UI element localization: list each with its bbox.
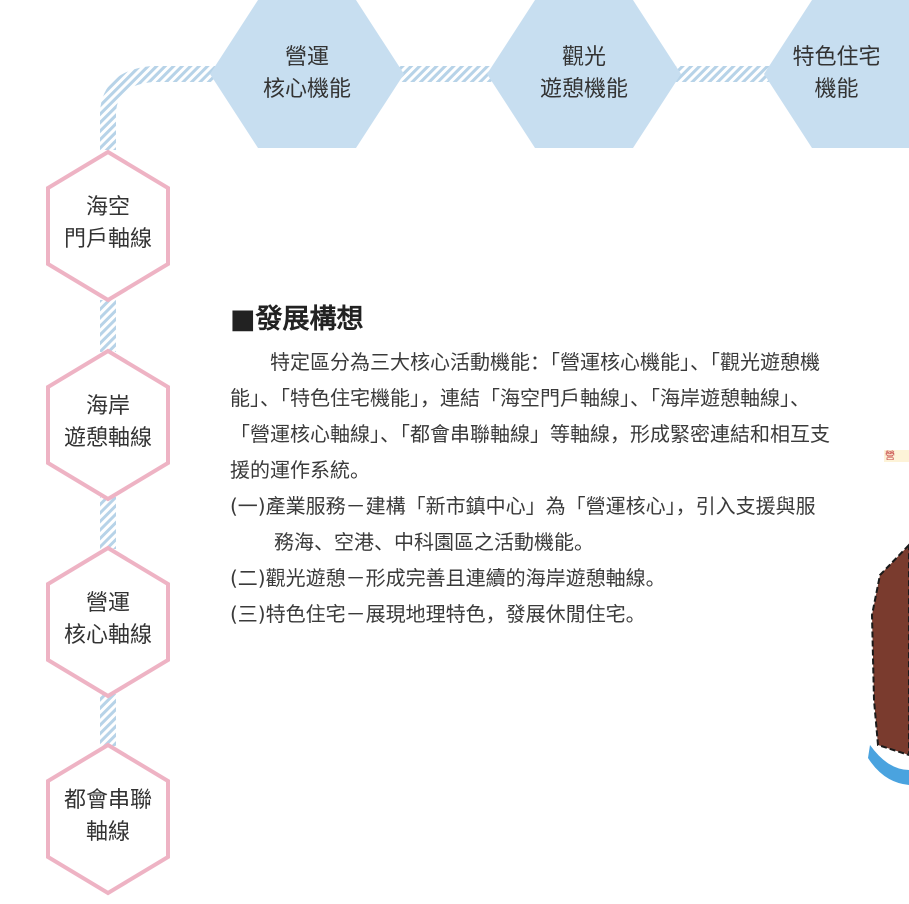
axis-label-coastal: 海岸 遊憩軸線 xyxy=(36,391,180,455)
function-label-line: 核心機能 xyxy=(262,76,351,102)
axis-hex-metro xyxy=(46,742,170,896)
function-hex-tourism xyxy=(487,0,681,148)
axis-label-line: 海空 xyxy=(85,195,130,220)
function-label-tourism: 觀光 遊憩機能 xyxy=(487,42,681,106)
function-label-line: 遊憩機能 xyxy=(539,76,628,102)
function-label-operation: 營運 核心機能 xyxy=(210,42,404,106)
axis-hex-coastal xyxy=(46,348,170,502)
connector-stripe xyxy=(100,694,116,746)
concept-item-residential: (三)特色住宅－展現地理特色，發展休閒住宅。 xyxy=(230,602,646,626)
function-label-residential: 特色住宅 機能 xyxy=(764,42,909,106)
axis-label-gateway: 海空 門戶軸線 xyxy=(36,192,180,256)
axis-label-line: 軸線 xyxy=(85,819,130,845)
concept-item-tourism: (二)觀光遊憩－形成完善且連續的海岸遊憩軸線。 xyxy=(230,566,666,590)
axis-label-line: 遊憩軸線 xyxy=(63,425,152,451)
function-label-line: 機能 xyxy=(814,76,859,102)
axis-label-line: 都會串聯 xyxy=(63,788,152,813)
function-label-line: 營運 xyxy=(284,45,329,70)
axis-label-line: 核心軸線 xyxy=(63,622,152,648)
connector-stripe xyxy=(100,497,116,549)
axis-hex-operation xyxy=(46,545,170,699)
function-hex-operation xyxy=(210,0,404,148)
connector-curve xyxy=(100,66,222,150)
development-concept: ■發展構想 特定區分為三大核心活動機能：「營運核心機能」、「觀光遊憩機能」、「特… xyxy=(230,302,830,632)
axis-label-line: 海岸 xyxy=(85,394,130,419)
concept-item-industry: (一)產業服務－建構「新市鎮中心」為「營運核心」，引入支援與服務海、空港、中科園… xyxy=(230,494,816,554)
concept-paragraph: 特定區分為三大核心活動機能：「營運核心機能」、「觀光遊憩機能」、「特色住宅機能」… xyxy=(230,350,830,482)
section-heading: ■發展構想 xyxy=(230,304,364,335)
axis-label-metro: 都會串聯 軸線 xyxy=(36,785,180,849)
axis-label-operation: 營運 核心軸線 xyxy=(36,588,180,652)
map-label: 營 xyxy=(885,449,895,462)
function-label-line: 特色住宅 xyxy=(792,45,881,70)
connector-stripe xyxy=(100,300,116,352)
axis-label-line: 門戶軸線 xyxy=(63,226,152,252)
function-label-line: 觀光 xyxy=(561,45,606,70)
map-snippet xyxy=(868,450,909,785)
function-hex-residential xyxy=(764,0,909,148)
axis-hex-gateway xyxy=(46,149,170,303)
axis-label-line: 營運 xyxy=(85,591,130,616)
